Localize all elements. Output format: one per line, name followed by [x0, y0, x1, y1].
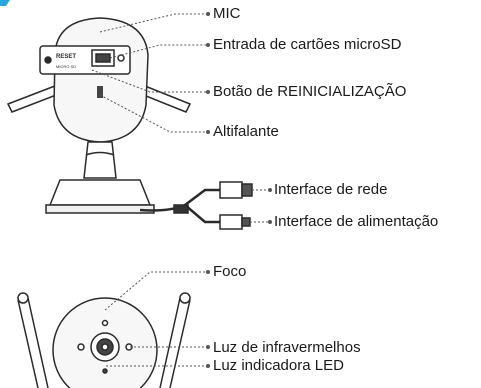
label-speaker: Altifalante — [213, 123, 279, 140]
accent-mark — [0, 0, 10, 6]
leader-focus — [104, 271, 208, 311]
leader-lines — [91, 13, 270, 367]
label-power-interface: Interface de alimentação — [274, 213, 439, 230]
leader-speaker — [99, 94, 208, 133]
leader-sd — [109, 44, 208, 59]
label-mic: MIC — [213, 5, 241, 22]
reset-text: RESET — [56, 54, 76, 60]
label-ir-light: Luz de infravermelhos — [213, 339, 361, 356]
label-led-light: Luz indicadora LED — [213, 357, 344, 374]
label-reset-button: Botão de REINICIALIZAÇÃO — [213, 83, 407, 100]
leader-end-dots — [206, 12, 272, 368]
camera-front-view — [17, 292, 191, 388]
leader-reset — [91, 69, 208, 93]
leader-mic — [99, 13, 208, 33]
label-focus: Foco — [213, 263, 247, 280]
label-network-interface: Interface de rede — [274, 181, 388, 198]
sd-text: MICRO SD — [56, 64, 76, 69]
label-sd-slot: Entrada de cartões microSD — [213, 36, 402, 53]
camera-back-view — [6, 17, 253, 230]
